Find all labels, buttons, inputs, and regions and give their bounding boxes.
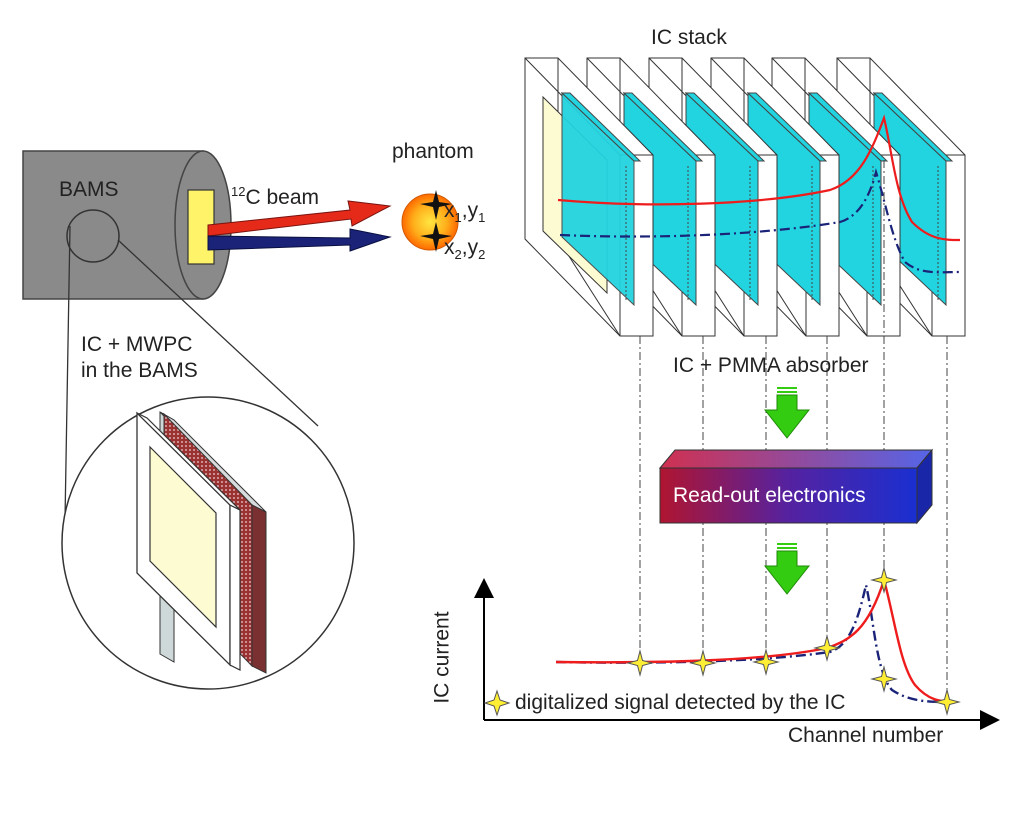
pos1-x: x — [444, 199, 455, 222]
ic-stack — [524, 57, 966, 337]
readout-electronics-box — [658, 448, 934, 525]
pos1-x-sub: 1 — [454, 210, 462, 226]
phantom — [401, 190, 459, 252]
stack-signal-red — [557, 114, 961, 242]
signal-plot — [474, 575, 1000, 730]
stack-signal-blue — [559, 168, 961, 274]
position-2-label: x2,y2 — [444, 236, 486, 263]
beam-arrow-blue — [207, 228, 392, 252]
legend-star-marker — [483, 689, 511, 717]
bams-detectors-label-line2: in the BAMS — [81, 359, 198, 382]
pos2-x: x — [444, 236, 455, 259]
downward-flow-arrow-2 — [763, 543, 811, 595]
beam-arrows — [207, 200, 392, 252]
target-cross-1 — [420, 190, 452, 220]
pos1-y-sub: 1 — [478, 210, 486, 226]
bams-cylinder — [22, 150, 232, 300]
zoom-lines — [64, 225, 319, 521]
beam-name: C beam — [245, 186, 319, 209]
pos2-x-sub: 2 — [454, 247, 462, 263]
x-axis-label: Channel number — [788, 724, 944, 747]
star-marker-5 — [870, 566, 898, 594]
star-marker-1 — [626, 649, 654, 677]
ic-stack-label: IC stack — [651, 26, 727, 49]
bams-detector-inset — [61, 396, 355, 690]
phantom-label: phantom — [392, 140, 474, 163]
y-axis-label: IC current — [430, 611, 454, 704]
position-1-label: x1,y1 — [444, 199, 486, 226]
beam-arrow-red — [207, 200, 392, 237]
absorber-label: IC + PMMA absorber — [673, 354, 869, 377]
target-cross-2 — [420, 222, 452, 252]
pos2-y: y — [467, 236, 479, 259]
plot-signal-red — [555, 575, 956, 704]
bams-label: BAMS — [59, 178, 119, 201]
plot-signal-blue — [555, 584, 951, 704]
legend-label: digitalized signal detected by the IC — [515, 691, 846, 714]
beam-label: 12C beam — [231, 184, 319, 209]
ic-foil — [149, 445, 217, 629]
bams-detectors-label-line1: IC + MWPC — [81, 333, 193, 356]
downward-flow-arrow-1 — [763, 387, 811, 439]
pos1-y: y — [467, 199, 479, 222]
electronics-label: Read-out electronics — [673, 484, 866, 507]
star-marker-4 — [813, 634, 841, 662]
star-marker-2 — [689, 649, 717, 677]
star-markers — [626, 566, 961, 716]
star-marker-7 — [933, 688, 961, 716]
star-marker-6 — [870, 665, 898, 693]
bams-zoom-circle — [66, 209, 120, 263]
star-marker-3 — [752, 648, 780, 676]
pos2-y-sub: 2 — [478, 247, 486, 263]
beam-mass-number: 12 — [231, 184, 246, 199]
